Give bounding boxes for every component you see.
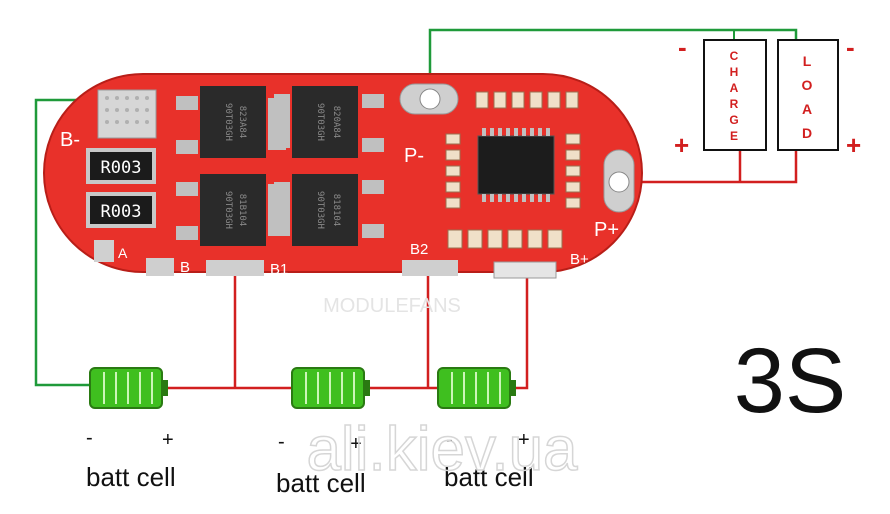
wires [34, 28, 798, 390]
mosfet-1-label: 90T03GH [223, 103, 233, 141]
mosfet-3-code: 81B104 [237, 194, 247, 227]
config-label: 3S [734, 330, 847, 432]
load-plus-sign: + [846, 130, 861, 160]
mosfet-2-label: 90T03GH [315, 103, 325, 141]
load-letter-l: L [803, 53, 812, 69]
load-box [777, 39, 839, 151]
label-p-plus: P+ [594, 219, 619, 241]
mosfet-3 [200, 174, 266, 246]
cell-3-caption: batt cell [444, 462, 534, 492]
label-b-minus: B- [60, 129, 80, 151]
cell-2-caption: batt cell [276, 468, 366, 498]
mosfet-1 [200, 86, 266, 158]
protection-ic [477, 135, 555, 195]
resistor-2 [86, 192, 156, 228]
battery-cell-1 [89, 367, 168, 409]
b1-pad [206, 260, 264, 276]
load-letter-a: A [802, 101, 812, 117]
resistor-2-label: R003 [101, 202, 142, 222]
charge-letter-g: G [729, 113, 738, 127]
bms-board: B- R003 R003 A 90T03GH 823A84 90T03GH 82… [43, 73, 643, 279]
resistor-1-label: R003 [101, 158, 142, 178]
cell-1-minus: - [86, 427, 93, 449]
watermark-bottom: ali.kiev.ua [306, 415, 578, 484]
wire-p-minus-green [428, 28, 798, 100]
a-pad [94, 240, 114, 262]
cell-2-plus: + [350, 433, 362, 455]
battery-cell-3 [437, 367, 516, 409]
mosfet-2-code: 820A84 [331, 106, 341, 139]
load-minus-sign: - [846, 32, 855, 62]
label-b: B [180, 259, 190, 276]
smd-components [445, 91, 581, 249]
mosfet-4-code: 818104 [331, 194, 341, 227]
b-plus-pad [493, 261, 557, 279]
battery-cells [89, 367, 516, 409]
label-b-plus: B+ [570, 251, 589, 268]
mosfet-1-code: 823A84 [237, 106, 247, 139]
mosfet-2 [292, 86, 358, 158]
pcb [43, 73, 643, 273]
wire-b-minus-green [34, 98, 98, 387]
wire-p-plus-red [620, 150, 798, 184]
label-p-minus: P- [404, 145, 424, 167]
cell-3-minus: - [446, 429, 453, 451]
load-letter-o: O [802, 77, 813, 93]
cell-1-caption: batt cell [86, 462, 176, 492]
charge-plus-sign: + [674, 130, 689, 160]
charge-letter-c: C [730, 49, 739, 63]
charge-box [703, 39, 767, 151]
b-pad [146, 258, 174, 276]
charge-letter-r: R [730, 97, 739, 111]
cell-3-plus: + [518, 429, 530, 451]
b2-pad [402, 260, 458, 276]
watermark-center: MODULEFANS [323, 295, 461, 317]
charge-letter-e: E [730, 129, 738, 143]
wire-b-plus-red [512, 275, 529, 390]
load-letter-d: D [802, 125, 812, 141]
label-a: A [118, 245, 128, 261]
cell-2-minus: - [278, 431, 285, 453]
charge-letter-h: H [730, 65, 739, 79]
charge-letter-a: A [730, 81, 739, 95]
cell-1-plus: + [162, 429, 174, 451]
mosfet-4-label: 90T03GH [315, 191, 325, 229]
mosfet-4 [292, 174, 358, 246]
mosfets: 90T03GH 823A84 90T03GH 820A84 90T03GH 81… [176, 86, 384, 246]
charge-load: C H A R G E L O A D - - + + [674, 32, 861, 160]
label-b2: B2 [410, 241, 428, 258]
label-b1: B1 [270, 261, 288, 278]
resistor-1 [86, 148, 156, 184]
mosfet-3-label: 90T03GH [223, 191, 233, 229]
battery-cell-2 [291, 367, 370, 409]
charge-minus-sign: - [678, 32, 687, 62]
